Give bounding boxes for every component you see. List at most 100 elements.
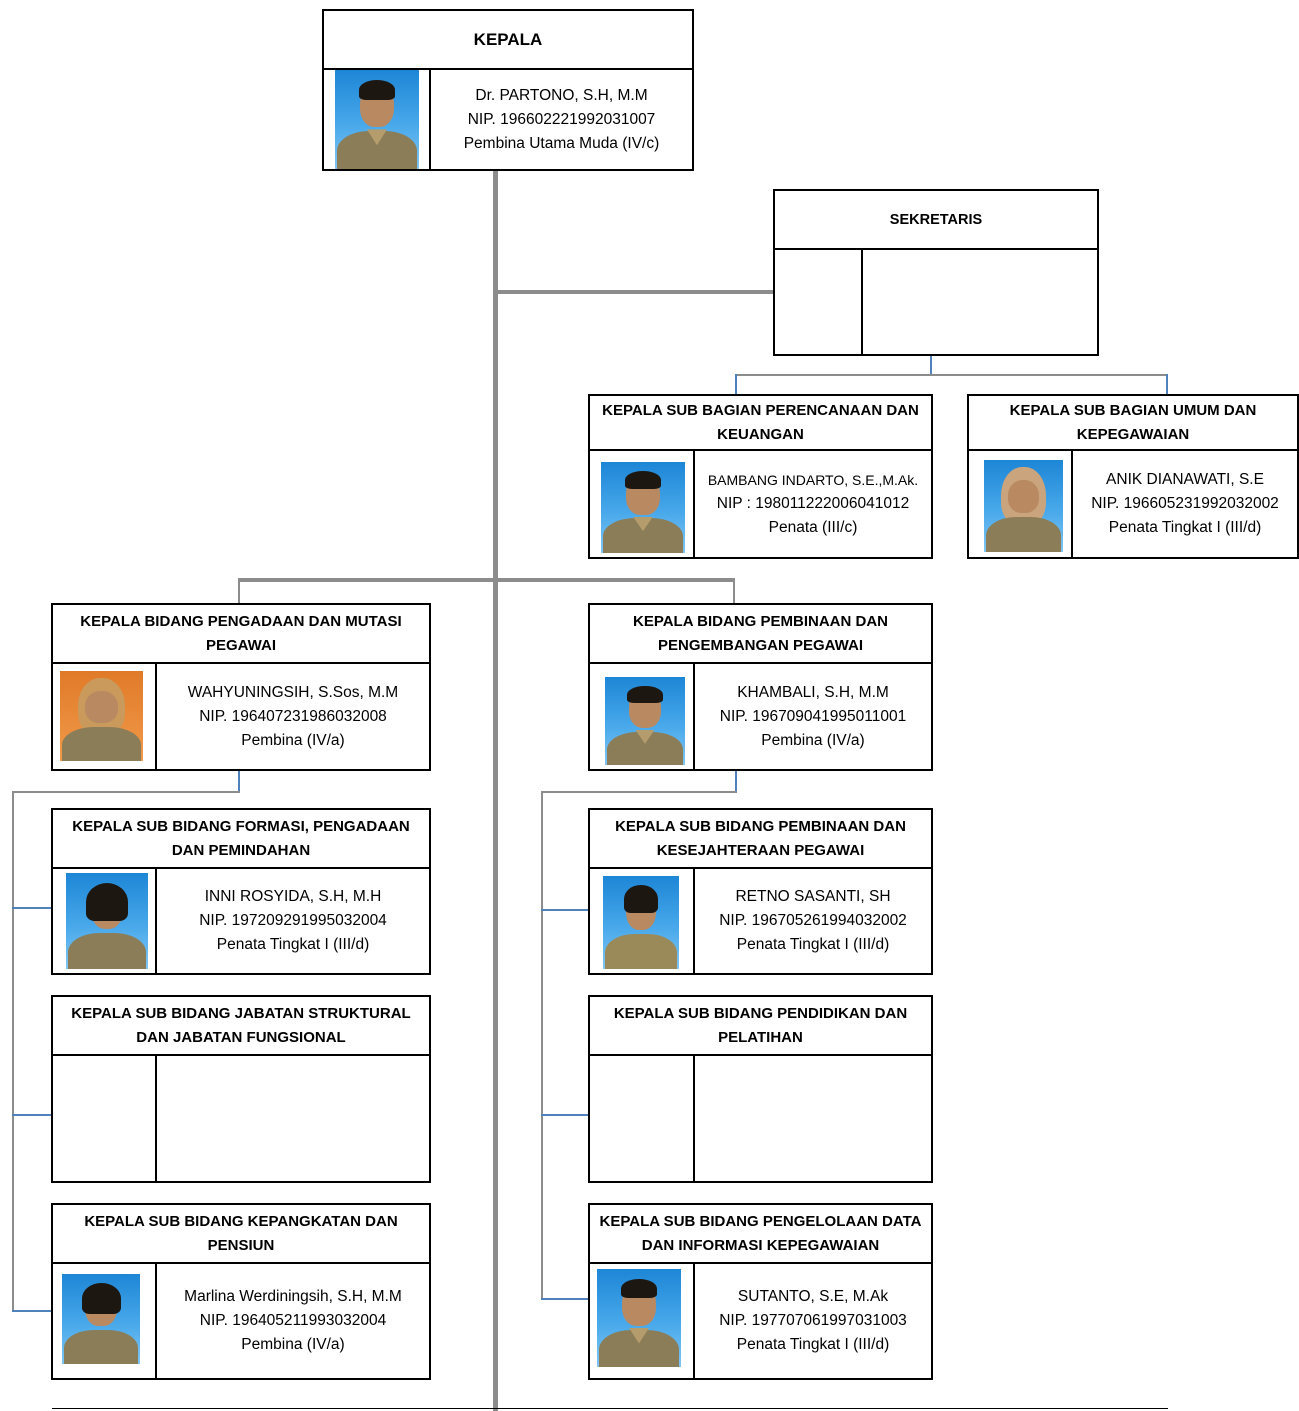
bid-pengadaan-box: KEPALA BIDANG PENGADAAN DAN MUTASI PEGAW… xyxy=(51,603,431,771)
sekretaris-photo-cell xyxy=(775,250,863,354)
subbid-pendidikan-photo-cell xyxy=(590,1056,695,1181)
kepala-photo xyxy=(335,70,419,169)
subbid-data-nip: NIP. 197707061997031003 xyxy=(719,1312,907,1329)
kepala-title: KEPALA xyxy=(324,11,692,70)
sub-bagian-branch-line xyxy=(735,374,1168,376)
subbid-kesejahteraan-box: KEPALA SUB BIDANG PEMBINAAN DAN KESEJAHT… xyxy=(588,808,933,975)
subbid-pendidikan-box: KEPALA SUB BIDANG PENDIDIKAN DAN PELATIH… xyxy=(588,995,933,1183)
sekretaris-title: SEKRETARIS xyxy=(775,191,1097,250)
right-subbid-tick-3 xyxy=(541,1298,589,1300)
subbid-kesejahteraan-info: RETNO SASANTI, SH NIP. 19670526199403200… xyxy=(695,869,931,973)
bid-pembinaan-title: KEPALA BIDANG PEMBINAAN DAN PENGEMBANGAN… xyxy=(590,605,931,664)
main-trunk-line xyxy=(493,170,498,1411)
subbid-kepangkatan-name: Marlina Werdiningsih, S.H, M.M xyxy=(184,1288,402,1305)
subbid-formasi-title: KEPALA SUB BIDANG FORMASI, PENGADAAN DAN… xyxy=(53,810,429,869)
bid-pembinaan-rank: Pembina (IV/a) xyxy=(761,731,865,749)
subbid-jabatan-box: KEPALA SUB BIDANG JABATAN STRUKTURAL DAN… xyxy=(51,995,431,1183)
sub-umum-title: KEPALA SUB BAGIAN UMUM DAN KEPEGAWAIAN xyxy=(969,396,1297,451)
subbid-formasi-rank: Penata Tingkat I (III/d) xyxy=(216,936,370,953)
subbid-kesejahteraan-photo-cell xyxy=(590,869,695,973)
sub-perencanaan-box: KEPALA SUB BAGIAN PERENCANAAN DAN KEUANG… xyxy=(588,394,933,559)
right-bidang-drop xyxy=(735,770,737,792)
left-subbid-tick-3 xyxy=(12,1310,52,1312)
sub-umum-photo-cell xyxy=(969,451,1073,557)
subbid-kepangkatan-rank: Pembina (IV/a) xyxy=(241,1336,345,1353)
left-subbid-tick-2 xyxy=(12,1114,52,1116)
sub-umum-photo xyxy=(984,460,1063,552)
bid-pengadaan-title: KEPALA BIDANG PENGADAAN DAN MUTASI PEGAW… xyxy=(53,605,429,664)
subbid-kesejahteraan-rank: Penata Tingkat I (III/d) xyxy=(736,936,890,953)
sub-umum-name: ANIK DIANAWATI, S.E xyxy=(1106,471,1264,488)
bidang-left-drop xyxy=(238,578,240,604)
sub-umum-info: ANIK DIANAWATI, S.E NIP. 196605231992032… xyxy=(1073,451,1297,557)
subbid-formasi-photo xyxy=(66,873,148,969)
sekretaris-box: SEKRETARIS xyxy=(773,189,1099,356)
sub-perencanaan-nip: NIP : 198011222006041012 xyxy=(716,495,910,512)
right-bidang-horizontal xyxy=(541,791,737,793)
subbid-data-photo xyxy=(597,1269,681,1367)
right-subbid-vertical xyxy=(541,791,543,1300)
subbid-formasi-info: INNI ROSYIDA, S.H, M.H NIP. 197209291995… xyxy=(157,869,429,973)
subbid-kesejahteraan-name: RETNO SASANTI, SH xyxy=(735,888,891,905)
sekretaris-branch-line xyxy=(497,290,775,294)
kepala-rank: Pembina Utama Muda (IV/c) xyxy=(463,134,660,152)
bidang-right-drop xyxy=(733,578,735,604)
bid-pembinaan-name: KHAMBALI, S.H, M.M xyxy=(737,683,889,701)
subbid-kepangkatan-photo-cell xyxy=(53,1264,157,1378)
sub-umum-rank: Penata Tingkat I (III/d) xyxy=(1108,519,1262,536)
subbid-jabatan-photo-cell xyxy=(53,1056,157,1181)
bid-pengadaan-photo xyxy=(60,671,143,761)
sub-perencanaan-photo-cell xyxy=(590,451,695,557)
right-subbid-tick-2 xyxy=(541,1114,589,1116)
subbid-formasi-photo-cell xyxy=(53,869,157,973)
sub-umum-box: KEPALA SUB BAGIAN UMUM DAN KEPEGAWAIAN A… xyxy=(967,394,1299,559)
kepala-name: Dr. PARTONO, S.H, M.M xyxy=(475,86,648,104)
kepala-info: Dr. PARTONO, S.H, M.M NIP. 1966022219920… xyxy=(431,70,692,169)
subbid-data-title: KEPALA SUB BIDANG PENGELOLAAN DATA DAN I… xyxy=(590,1205,931,1264)
subbid-jabatan-title: KEPALA SUB BIDANG JABATAN STRUKTURAL DAN… xyxy=(53,997,429,1056)
subbid-kesejahteraan-nip: NIP. 196705261994032002 xyxy=(719,912,907,929)
subbid-kepangkatan-photo xyxy=(62,1274,140,1364)
subbid-kesejahteraan-photo xyxy=(603,876,679,969)
sub-perencanaan-info: BAMBANG INDARTO, S.E.,M.Ak. NIP : 198011… xyxy=(695,451,931,557)
bid-pembinaan-photo xyxy=(605,677,685,765)
bottom-rule xyxy=(52,1408,1168,1409)
sekretaris-drop-line xyxy=(930,355,932,375)
bidang-branch-line xyxy=(238,578,735,582)
bid-pembinaan-box: KEPALA BIDANG PEMBINAAN DAN PENGEMBANGAN… xyxy=(588,603,933,771)
left-bidang-horizontal xyxy=(12,791,240,793)
right-subbid-tick-1 xyxy=(541,909,589,911)
subbid-kesejahteraan-title: KEPALA SUB BIDANG PEMBINAAN DAN KESEJAHT… xyxy=(590,810,931,869)
subbid-kepangkatan-box: KEPALA SUB BIDANG KEPANGKATAN DAN PENSIU… xyxy=(51,1203,431,1380)
kepala-nip: NIP. 196602221992031007 xyxy=(467,110,656,128)
subbid-data-photo-cell xyxy=(590,1264,695,1378)
subbid-data-box: KEPALA SUB BIDANG PENGELOLAAN DATA DAN I… xyxy=(588,1203,933,1380)
bid-pengadaan-rank: Pembina (IV/a) xyxy=(241,731,345,749)
kepala-box: KEPALA Dr. PARTONO, S.H, M.M NIP. 196602… xyxy=(322,9,694,171)
kepala-photo-cell xyxy=(324,70,431,169)
sub-bagian-right-drop xyxy=(1166,374,1168,396)
subbid-data-info: SUTANTO, S.E, M.Ak NIP. 1977070619970310… xyxy=(695,1264,931,1378)
sub-umum-nip: NIP. 196605231992032002 xyxy=(1091,495,1279,512)
bid-pengadaan-info: WAHYUNINGSIH, S.Sos, M.M NIP. 1964072319… xyxy=(157,664,429,769)
bid-pembinaan-photo-cell xyxy=(590,664,695,769)
left-subbid-tick-1 xyxy=(12,907,52,909)
bid-pengadaan-name: WAHYUNINGSIH, S.Sos, M.M xyxy=(187,683,399,701)
subbid-data-name: SUTANTO, S.E, M.Ak xyxy=(737,1288,889,1305)
subbid-formasi-nip: NIP. 197209291995032004 xyxy=(199,912,387,929)
subbid-formasi-box: KEPALA SUB BIDANG FORMASI, PENGADAAN DAN… xyxy=(51,808,431,975)
subbid-pendidikan-title: KEPALA SUB BIDANG PENDIDIKAN DAN PELATIH… xyxy=(590,997,931,1056)
subbid-kepangkatan-info: Marlina Werdiningsih, S.H, M.M NIP. 1964… xyxy=(157,1264,429,1378)
sub-perencanaan-rank: Penata (III/c) xyxy=(768,519,858,536)
subbid-data-rank: Penata Tingkat I (III/d) xyxy=(736,1336,890,1353)
sub-bagian-left-drop xyxy=(735,374,737,396)
left-bidang-drop xyxy=(238,770,240,792)
sub-perencanaan-name: BAMBANG INDARTO, S.E.,M.Ak. xyxy=(707,472,919,488)
bid-pembinaan-nip: NIP. 196709041995011001 xyxy=(719,707,907,725)
sub-perencanaan-photo xyxy=(601,462,685,553)
bid-pengadaan-photo-cell xyxy=(53,664,157,769)
subbid-formasi-name: INNI ROSYIDA, S.H, M.H xyxy=(204,888,382,905)
sub-perencanaan-title: KEPALA SUB BAGIAN PERENCANAAN DAN KEUANG… xyxy=(590,396,931,451)
bid-pengadaan-nip: NIP. 196407231986032008 xyxy=(199,707,387,725)
subbid-kepangkatan-title: KEPALA SUB BIDANG KEPANGKATAN DAN PENSIU… xyxy=(53,1205,429,1264)
